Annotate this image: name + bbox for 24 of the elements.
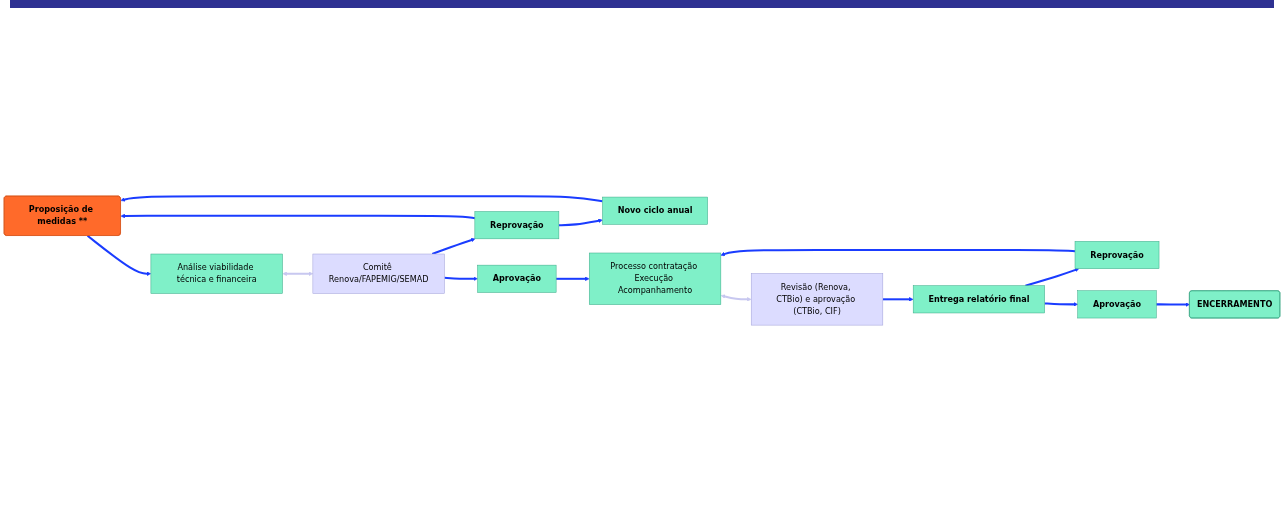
arrow bbox=[444, 276, 478, 281]
node-box: Aprovação bbox=[1077, 290, 1157, 319]
arrow bbox=[720, 248, 1076, 256]
node-box: Reprovação bbox=[1074, 241, 1160, 269]
node-box: Reprovação bbox=[474, 211, 560, 239]
arrow bbox=[120, 195, 603, 203]
node-box: Análise viabilidade técnica e financeira bbox=[150, 253, 283, 294]
arrow bbox=[431, 237, 476, 255]
arrow bbox=[86, 234, 152, 276]
arrow bbox=[1025, 267, 1080, 287]
node-box: Entrega relatório final bbox=[912, 285, 1045, 314]
node-box: Revisão (Renova, CTBio) e aprovação (CTBio, CIF) bbox=[750, 273, 884, 326]
arrow bbox=[282, 271, 314, 276]
node-box: Processo contratação Execução Acompanhamento bbox=[589, 252, 722, 305]
arrow bbox=[120, 213, 475, 220]
arrow bbox=[1044, 302, 1078, 307]
node-box: Comitê Renova/FAPEMIG/SEMAD bbox=[312, 253, 445, 294]
node-box: Novo ciclo anual bbox=[602, 196, 708, 225]
node-box: Aprovação bbox=[477, 264, 557, 293]
arrow bbox=[558, 218, 603, 227]
arrow bbox=[1156, 302, 1190, 307]
arrow bbox=[720, 294, 752, 302]
arrow bbox=[882, 297, 914, 302]
arrow bbox=[556, 276, 590, 281]
